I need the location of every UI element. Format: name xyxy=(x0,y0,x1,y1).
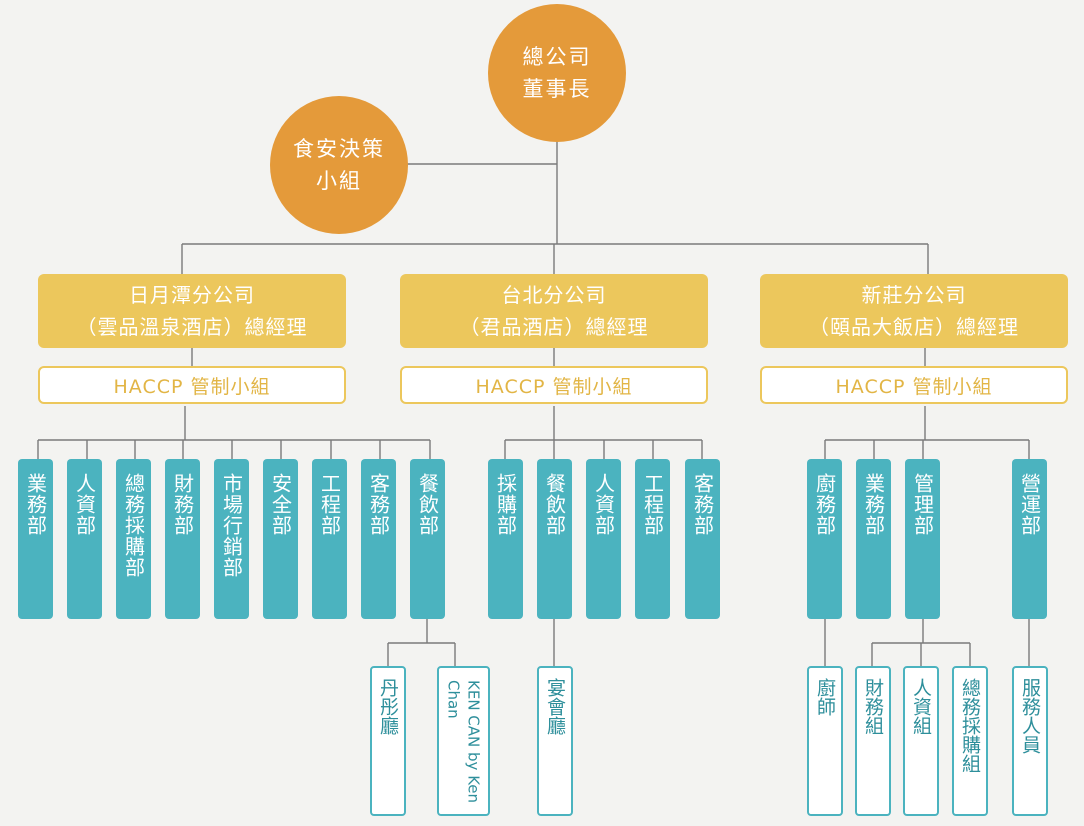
dept-box: 市場行銷部 xyxy=(214,459,249,619)
branch-name: 台北分公司 xyxy=(501,283,607,307)
food-safety-committee-node: 食安決策 小組 xyxy=(270,96,408,234)
sub-unit-box: 丹彤廳 xyxy=(370,666,406,816)
haccp-group-sun-moon-lake: HACCP 管制小組 xyxy=(38,366,346,404)
dept-box: 採購部 xyxy=(488,459,523,619)
sub-unit-box: KEN CAN by Ken Chan xyxy=(437,666,490,816)
food-safety-line1: 食安決策 xyxy=(293,137,385,161)
food-safety-line2: 小組 xyxy=(316,169,362,193)
haccp-group-xinzhuang: HACCP 管制小組 xyxy=(760,366,1068,404)
dept-box: 總務採購部 xyxy=(116,459,151,619)
dept-box: 安全部 xyxy=(263,459,298,619)
branch-subtitle: （雲品溫泉酒店）總經理 xyxy=(76,315,308,339)
dept-box: 業務部 xyxy=(18,459,53,619)
sub-unit-box: 廚師 xyxy=(807,666,843,816)
sub-unit-box: 總務採購組 xyxy=(952,666,988,816)
branch-subtitle: （頤品大飯店）總經理 xyxy=(809,315,1019,339)
root-line1: 總公司 xyxy=(522,45,592,69)
sub-unit-box: 人資組 xyxy=(903,666,939,816)
sub-unit-box: 財務組 xyxy=(855,666,891,816)
dept-box: 營運部 xyxy=(1012,459,1047,619)
dept-box: 財務部 xyxy=(165,459,200,619)
dept-box: 廚務部 xyxy=(807,459,842,619)
dept-box: 管理部 xyxy=(905,459,940,619)
root-node-chairman: 總公司 董事長 xyxy=(488,4,626,142)
branch-box-taipei: 台北分公司 （君品酒店）總經理 xyxy=(400,274,708,348)
branch-box-xinzhuang: 新莊分公司 （頤品大飯店）總經理 xyxy=(760,274,1068,348)
dept-box: 客務部 xyxy=(361,459,396,619)
haccp-group-taipei: HACCP 管制小組 xyxy=(400,366,708,404)
dept-box: 人資部 xyxy=(586,459,621,619)
dept-box: 客務部 xyxy=(685,459,720,619)
sub-unit-box: 服務人員 xyxy=(1012,666,1048,816)
dept-box: 工程部 xyxy=(312,459,347,619)
dept-box: 餐飲部 xyxy=(410,459,445,619)
branch-name: 新莊分公司 xyxy=(861,283,967,307)
root-line2: 董事長 xyxy=(522,77,592,101)
branch-subtitle: （君品酒店）總經理 xyxy=(459,315,649,339)
dept-box: 人資部 xyxy=(67,459,102,619)
branch-name: 日月潭分公司 xyxy=(129,283,255,307)
sub-unit-box: 宴會廳 xyxy=(537,666,573,816)
branch-box-sun-moon-lake: 日月潭分公司 （雲品溫泉酒店）總經理 xyxy=(38,274,346,348)
dept-box: 業務部 xyxy=(856,459,891,619)
dept-box: 餐飲部 xyxy=(537,459,572,619)
dept-box: 工程部 xyxy=(635,459,670,619)
